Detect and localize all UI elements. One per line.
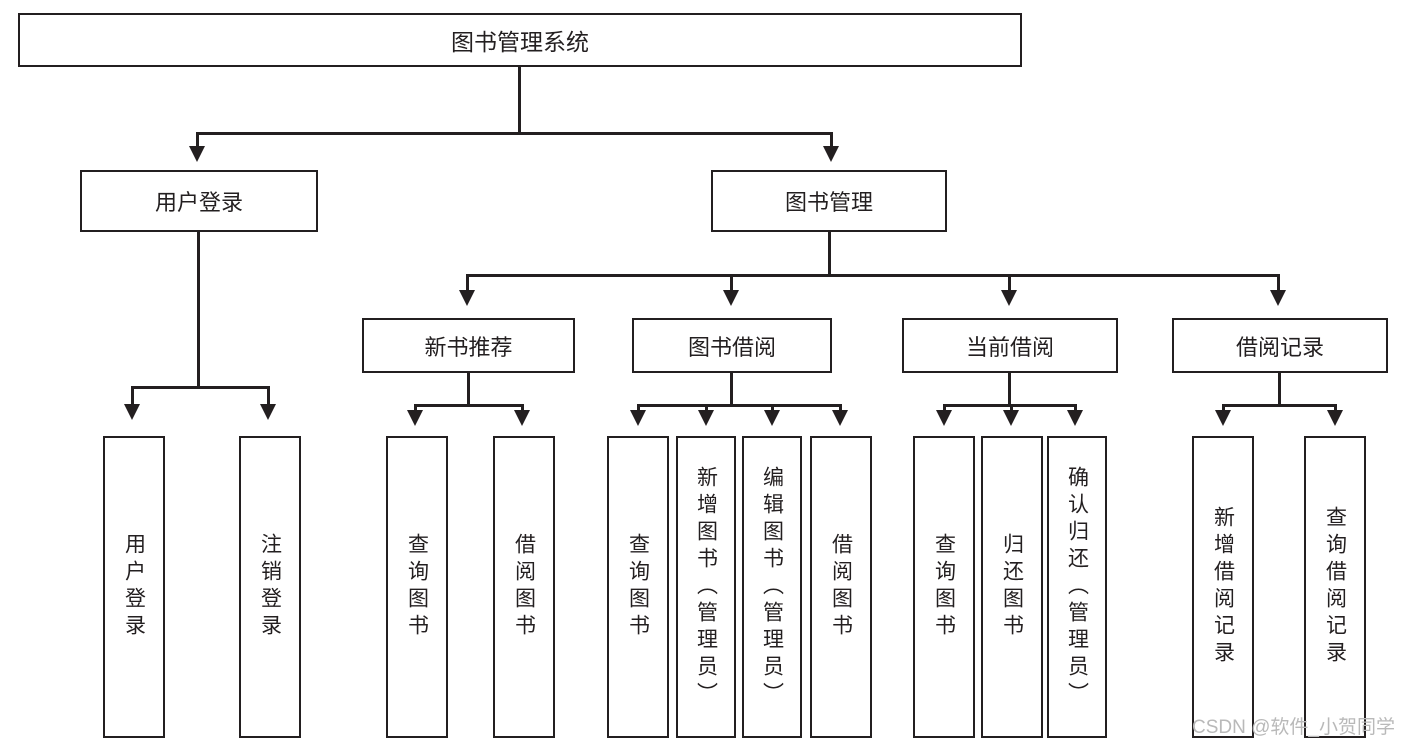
leaf-label: 查询图书 (405, 533, 429, 641)
arrowhead-new-book-recommend (459, 290, 475, 306)
connector-new-book-bus (414, 404, 524, 407)
connector-book-management-bus (466, 274, 1280, 277)
connector-borrow-record-stem (1278, 373, 1281, 406)
connector-bm-to-borrow-record (1277, 274, 1280, 292)
leaf-label: 查询图书 (932, 533, 956, 641)
leaf-borrow-book-nb[interactable]: 借阅图书 (493, 436, 555, 738)
node-borrow-record[interactable]: 借阅记录 (1172, 318, 1388, 373)
arrowhead-cb-leaf-2 (1003, 410, 1019, 426)
connector-book-borrow-stem (730, 373, 733, 406)
leaf-label: 借阅图书 (512, 533, 536, 641)
node-label: 图书管理 (784, 190, 873, 215)
arrowhead-br-leaf-1 (1215, 410, 1231, 426)
leaf-logout[interactable]: 注销登录 (239, 436, 301, 738)
arrowhead-nb-leaf-2 (514, 410, 530, 426)
arrowhead-bb-leaf-3 (764, 410, 780, 426)
connector-nb-leaf-1 (414, 404, 417, 412)
arrowhead-nb-leaf-1 (407, 410, 423, 426)
connector-root-to-user-login (196, 132, 199, 148)
leaf-confirm-return-admin[interactable]: 确认归还（管理员） (1047, 436, 1107, 738)
node-label: 图书管理系统 (451, 29, 589, 55)
node-label: 图书借阅 (687, 334, 776, 360)
node-label: 用户登录 (154, 190, 243, 215)
arrowhead-to-book-management (823, 146, 839, 162)
leaf-add-borrow-record[interactable]: 新增借阅记录 (1192, 436, 1254, 738)
arrowhead-bb-leaf-4 (832, 410, 848, 426)
connector-br-leaf-1 (1222, 404, 1225, 412)
connector-current-borrow-stem (1008, 373, 1011, 406)
arrowhead-user-login-leaf-2 (260, 404, 276, 420)
csdn-watermark: CSDN @软件_小贺同学 (1192, 717, 1395, 738)
connector-new-book-stem (467, 373, 470, 406)
node-user-login[interactable]: 用户登录 (80, 170, 318, 232)
leaf-label: 借阅图书 (829, 533, 853, 641)
node-label: 当前借阅 (965, 334, 1054, 360)
connector-borrow-record-bus (1222, 404, 1337, 407)
arrowhead-user-login-leaf-1 (124, 404, 140, 420)
node-book-borrow[interactable]: 图书借阅 (632, 318, 832, 373)
leaf-borrow-book-bb[interactable]: 借阅图书 (810, 436, 872, 738)
arrowhead-borrow-record (1270, 290, 1286, 306)
leaf-query-borrow-record[interactable]: 查询借阅记录 (1304, 436, 1366, 738)
connector-root-to-book-management (830, 132, 833, 148)
connector-bb-leaf-2 (705, 404, 708, 412)
arrowhead-book-borrow (723, 290, 739, 306)
leaf-label: 查询图书 (626, 533, 650, 641)
node-new-book-recommend[interactable]: 新书推荐 (362, 318, 575, 373)
leaf-label: 新增图书（管理员） (694, 465, 718, 709)
leaf-query-book-bb[interactable]: 查询图书 (607, 436, 669, 738)
connector-bm-to-book-borrow (730, 274, 733, 292)
connector-user-login-to-leaf-2 (267, 386, 270, 406)
leaf-label: 编辑图书（管理员） (760, 465, 784, 709)
leaf-label: 用户登录 (122, 533, 146, 641)
connector-bm-to-current-borrow (1008, 274, 1011, 292)
connector-book-borrow-bus (637, 404, 842, 407)
leaf-add-book-admin[interactable]: 新增图书（管理员） (676, 436, 736, 738)
leaf-query-book-cb[interactable]: 查询图书 (913, 436, 975, 738)
connector-user-login-stem (197, 232, 200, 388)
connector-cb-leaf-3 (1074, 404, 1077, 412)
connector-user-login-bus (131, 386, 269, 389)
arrowhead-cb-leaf-1 (936, 410, 952, 426)
node-root-book-management-system[interactable]: 图书管理系统 (18, 13, 1022, 67)
leaf-edit-book-admin[interactable]: 编辑图书（管理员） (742, 436, 802, 738)
connector-bb-leaf-1 (637, 404, 640, 412)
leaf-return-book[interactable]: 归还图书 (981, 436, 1043, 738)
connector-nb-leaf-2 (521, 404, 524, 412)
connector-cb-leaf-1 (943, 404, 946, 412)
node-label: 新书推荐 (424, 334, 513, 360)
leaf-query-book-nb[interactable]: 查询图书 (386, 436, 448, 738)
node-current-borrow[interactable]: 当前借阅 (902, 318, 1118, 373)
arrowhead-bb-leaf-1 (630, 410, 646, 426)
leaf-label: 归还图书 (1000, 533, 1024, 641)
connector-bb-leaf-4 (839, 404, 842, 412)
node-label: 借阅记录 (1235, 334, 1324, 360)
connector-user-login-to-leaf-1 (131, 386, 134, 406)
connector-root-stem (518, 67, 521, 134)
leaf-label: 查询借阅记录 (1323, 506, 1347, 668)
leaf-label: 新增借阅记录 (1211, 506, 1235, 668)
connector-root-bus (196, 132, 833, 135)
connector-book-management-stem (828, 232, 831, 276)
arrowhead-current-borrow (1001, 290, 1017, 306)
node-book-management[interactable]: 图书管理 (711, 170, 947, 232)
arrowhead-to-user-login (189, 146, 205, 162)
connector-cb-leaf-2 (1010, 404, 1013, 412)
connector-bm-to-new-book (466, 274, 469, 292)
arrowhead-br-leaf-2 (1327, 410, 1343, 426)
leaf-user-login[interactable]: 用户登录 (103, 436, 165, 738)
arrowhead-cb-leaf-3 (1067, 410, 1083, 426)
connector-bb-leaf-3 (771, 404, 774, 412)
leaf-label: 确认归还（管理员） (1065, 465, 1089, 709)
leaf-label: 注销登录 (258, 533, 282, 641)
arrowhead-bb-leaf-2 (698, 410, 714, 426)
connector-br-leaf-2 (1334, 404, 1337, 412)
